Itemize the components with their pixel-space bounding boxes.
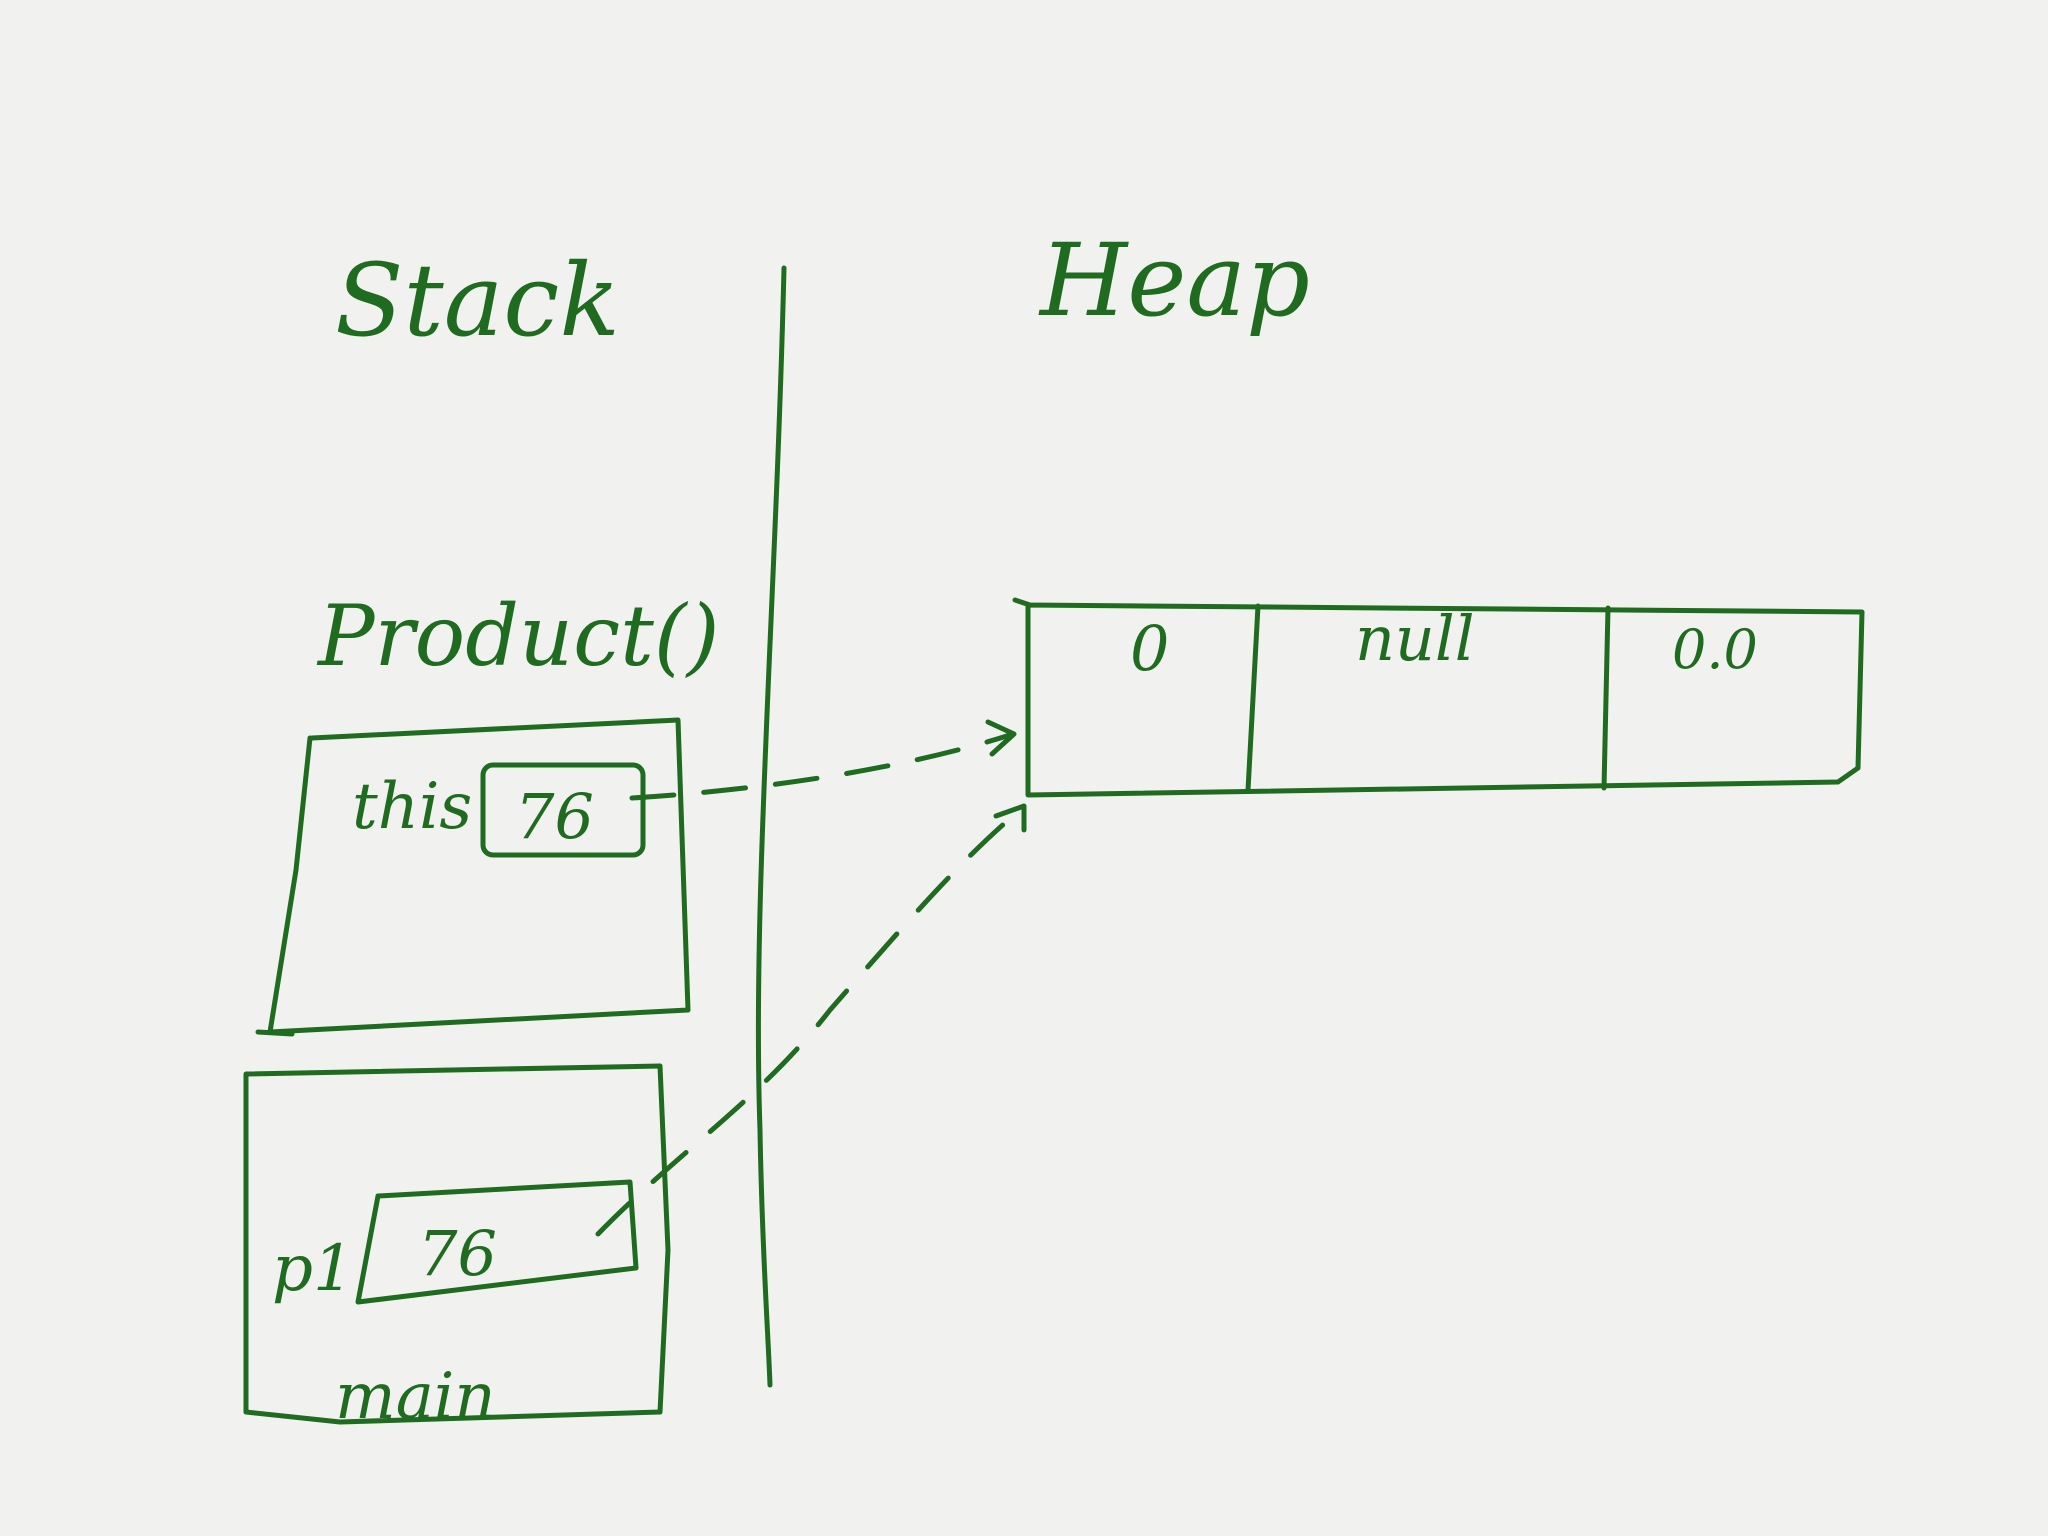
heap-field-name: null	[1355, 602, 1475, 675]
main-frame-box	[243, 1063, 671, 1425]
this-arrow-head	[985, 719, 1017, 757]
main-frame-label: main	[335, 1360, 496, 1434]
this-reference-arrow	[629, 732, 1013, 801]
p1-reference-arrow	[595, 807, 1023, 1237]
heap-field-price: 0.0	[1672, 618, 1758, 681]
stack-heap-divider	[755, 265, 787, 1388]
p1-value-box	[355, 1179, 639, 1305]
p1-variable-label: p1	[272, 1232, 354, 1306]
heap-field-id: 0	[1130, 612, 1169, 685]
stack-heading: Stack	[335, 242, 620, 359]
heap-field-divider-2	[1601, 605, 1611, 791]
heap-heading: Heap	[1038, 222, 1310, 339]
heap-object-box	[1012, 597, 1865, 798]
this-value: 76	[515, 780, 594, 853]
this-variable-label: this	[352, 770, 472, 844]
product-frame-box	[255, 717, 691, 1037]
heap-field-divider-1	[1245, 603, 1261, 793]
p1-value: 76	[418, 1217, 497, 1290]
product-frame-label: Product()	[316, 587, 719, 685]
this-value-box	[480, 762, 646, 858]
p1-arrow-head	[993, 803, 1027, 833]
